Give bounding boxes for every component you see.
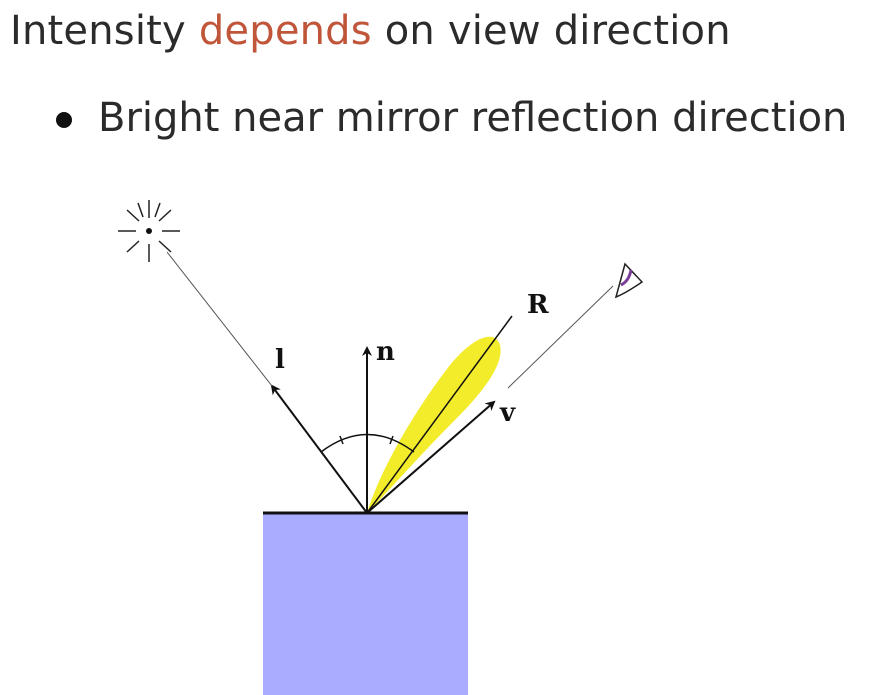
reflection-line xyxy=(366,315,513,514)
light-ray xyxy=(166,251,273,387)
angle-arc xyxy=(320,433,415,453)
title-highlight: depends xyxy=(198,8,372,54)
bullet-item: Bright near mirror reflection direction xyxy=(56,95,847,141)
view-label: v xyxy=(499,398,516,428)
view-vector xyxy=(366,400,496,514)
view-ray xyxy=(507,285,614,389)
reflection-label: R xyxy=(527,290,549,320)
title-text-before: Intensity xyxy=(10,8,199,54)
specular-lobe xyxy=(367,336,501,513)
normal-label: n xyxy=(376,337,395,367)
light-source-icon xyxy=(118,200,180,262)
light-label: l xyxy=(275,345,285,375)
angle-tick-left xyxy=(339,435,344,445)
bullet-dot-icon xyxy=(56,112,72,128)
light-vector xyxy=(270,384,368,514)
angle-tick-right xyxy=(389,435,394,445)
title-text-after: on view direction xyxy=(371,8,731,54)
surface-block xyxy=(263,512,468,695)
bullet-text: Bright near mirror reflection direction xyxy=(98,95,848,141)
slide-title: Intensity depends on view direction xyxy=(10,8,731,54)
eye-icon xyxy=(614,262,644,299)
